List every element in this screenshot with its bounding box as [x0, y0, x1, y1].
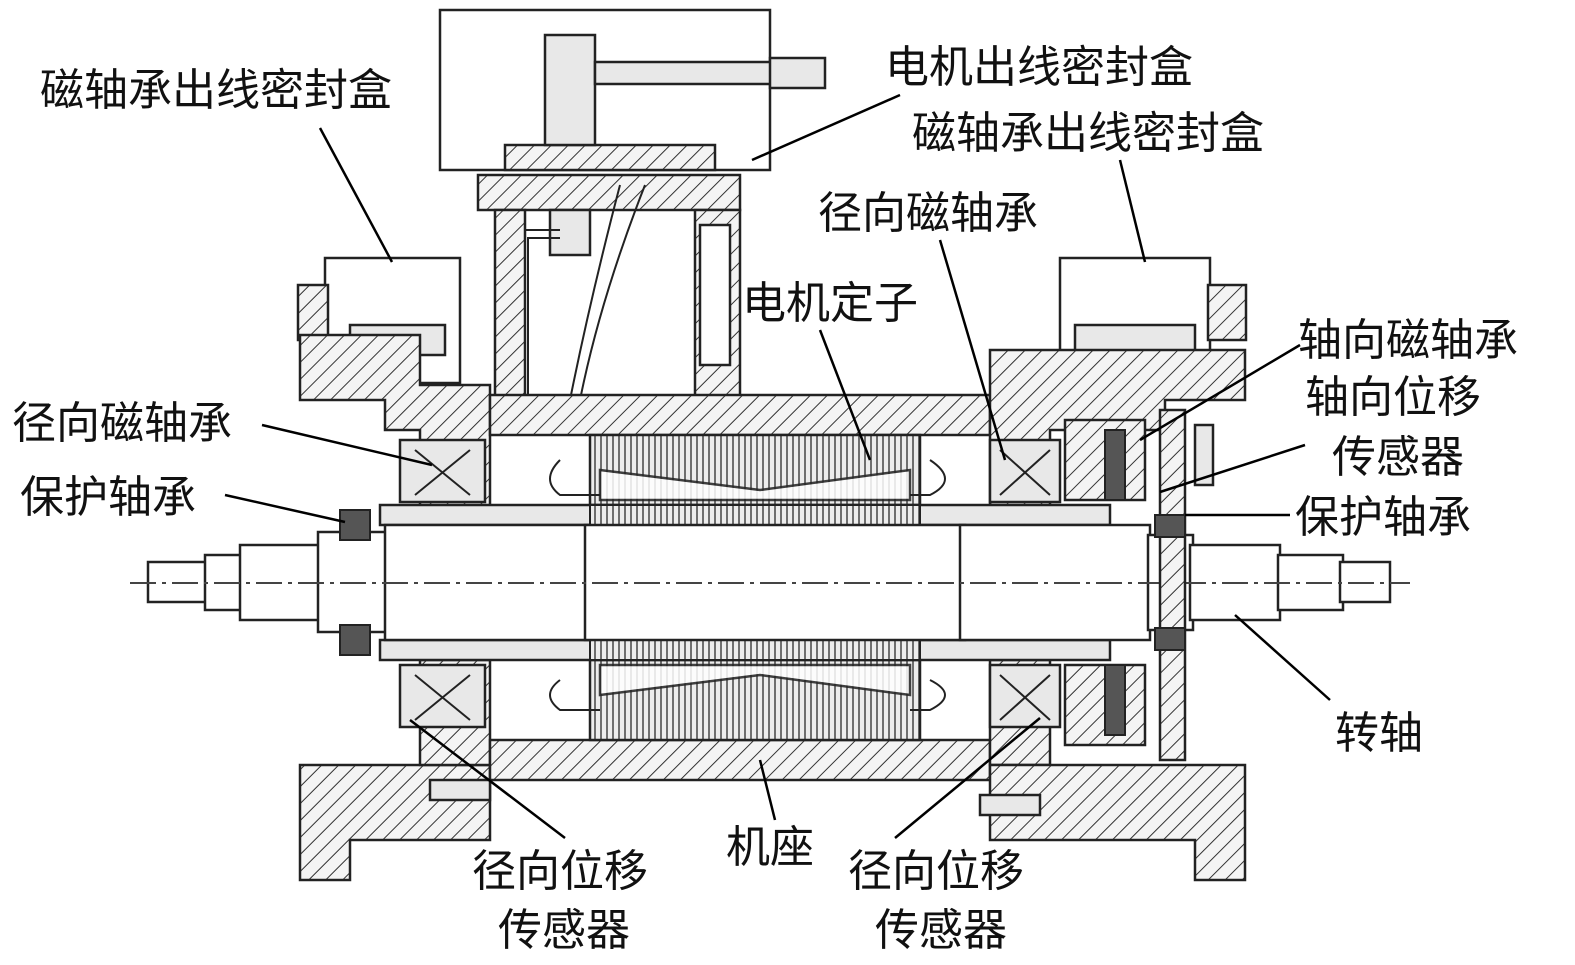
- label-axial-mb: 轴向磁轴承: [1298, 315, 1518, 366]
- label-radial-mb-top: 径向磁轴承: [818, 188, 1038, 239]
- label-mb-outlet-box-left: 磁轴承出线密封盒: [40, 65, 392, 116]
- axial-mb: [1063, 408, 1215, 762]
- label-axial-sensor-line1: 轴向位移: [1305, 372, 1481, 423]
- label-shaft: 转轴: [1335, 708, 1423, 759]
- label-radial-sensor-right-line2: 传感器: [875, 905, 1007, 956]
- motor-outlet-box: [438, 8, 827, 402]
- label-protect-bearing-right: 保护轴承: [1295, 492, 1471, 543]
- bolts: [428, 778, 1042, 817]
- label-housing: 机座: [726, 822, 814, 873]
- label-radial-mb-left: 径向磁轴承: [12, 398, 232, 449]
- housing-lower: [298, 658, 1247, 882]
- label-radial-sensor-right-line1: 径向位移: [848, 846, 1024, 897]
- left-mb-outlet-box: [296, 256, 462, 385]
- label-motor-stator: 电机定子: [742, 278, 918, 329]
- label-protect-bearing-left: 保护轴承: [20, 472, 196, 523]
- labels: 磁轴承出线密封盒 电机出线密封盒 磁轴承出线密封盒 径向磁轴承 电机定子 轴向磁…: [12, 42, 1518, 956]
- radial-mb-left: [398, 438, 487, 729]
- label-radial-sensor-left-line1: 径向位移: [472, 846, 648, 897]
- label-axial-sensor-line2: 传感器: [1332, 432, 1464, 483]
- label-motor-outlet-box: 电机出线密封盒: [885, 42, 1193, 93]
- shaft: [130, 523, 1410, 642]
- motor-stator: [549, 433, 946, 742]
- protection-bearings: [339, 509, 1186, 656]
- leader-lines: [224, 93, 1331, 839]
- label-mb-outlet-box-right: 磁轴承出线密封盒: [912, 108, 1264, 159]
- label-radial-sensor-left-line2: 传感器: [498, 905, 630, 956]
